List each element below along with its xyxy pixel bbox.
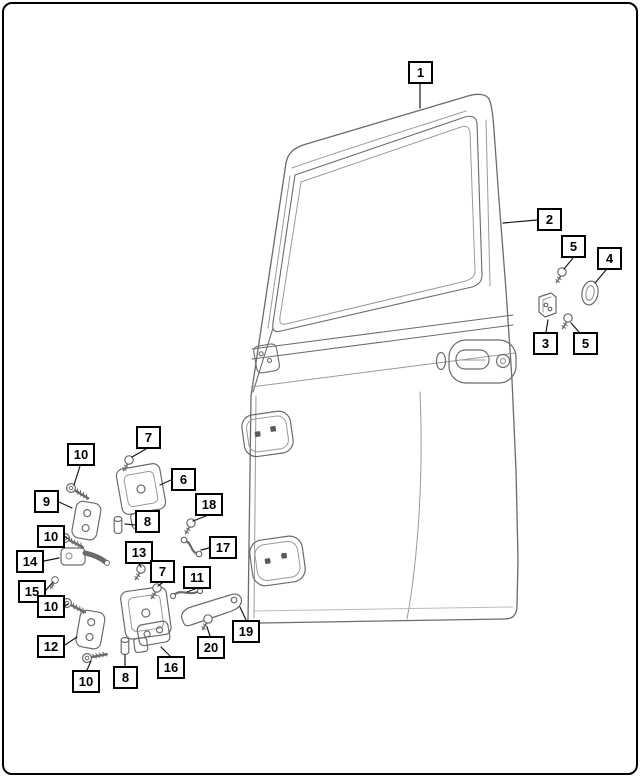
callout-13: 13 (125, 541, 153, 564)
callout-8a: 8 (135, 510, 160, 533)
upper-door-plate (241, 410, 294, 458)
callout-18: 18 (195, 493, 223, 516)
callout-20: 20 (197, 636, 225, 659)
callout-leader-lines (43, 83, 607, 671)
callout-4: 4 (597, 247, 622, 270)
callout-17: 17 (209, 536, 237, 559)
link-rod-17-part (180, 536, 203, 558)
lower-hinge-plate-part (75, 609, 106, 650)
upper-hinge-plate-part (71, 500, 102, 541)
callout-7a: 7 (136, 426, 161, 449)
callout-12: 12 (37, 635, 65, 658)
callout-10a: 10 (67, 443, 95, 466)
door-belt-lines (250, 314, 516, 620)
mirror-mount-detail (253, 343, 281, 374)
door-striker-part (538, 292, 557, 318)
callout-10c: 10 (37, 595, 65, 618)
callout-9: 9 (34, 490, 59, 513)
door-check-strap-part (60, 547, 110, 566)
bracket-16-part (136, 620, 171, 647)
callout-5b: 5 (573, 332, 598, 355)
callout-1: 1 (408, 61, 433, 84)
callout-14: 14 (16, 550, 44, 573)
callout-3: 3 (533, 332, 558, 355)
callout-16: 16 (157, 656, 185, 679)
door-body-outline (247, 93, 519, 625)
callout-6: 6 (171, 468, 196, 491)
callout-10b: 10 (37, 525, 65, 548)
lower-hinge-part (120, 586, 172, 654)
striker-loop-part (581, 280, 599, 306)
callout-19: 19 (232, 620, 260, 643)
callout-7b: 7 (150, 560, 175, 583)
door-handle (435, 339, 517, 384)
callout-8b: 8 (113, 666, 138, 689)
striker-screw-upper (554, 266, 568, 284)
callout-10d: 10 (72, 670, 100, 693)
callout-11: 11 (183, 566, 211, 589)
bracket-19-part (180, 593, 243, 627)
lower-door-plate (249, 535, 306, 587)
link-rod-11-part (169, 587, 204, 600)
hinge-pins (113, 515, 130, 656)
callout-5a: 5 (561, 235, 586, 258)
striker-screw-lower (560, 312, 574, 330)
callout-2: 2 (537, 208, 562, 231)
window-frame (252, 110, 491, 393)
